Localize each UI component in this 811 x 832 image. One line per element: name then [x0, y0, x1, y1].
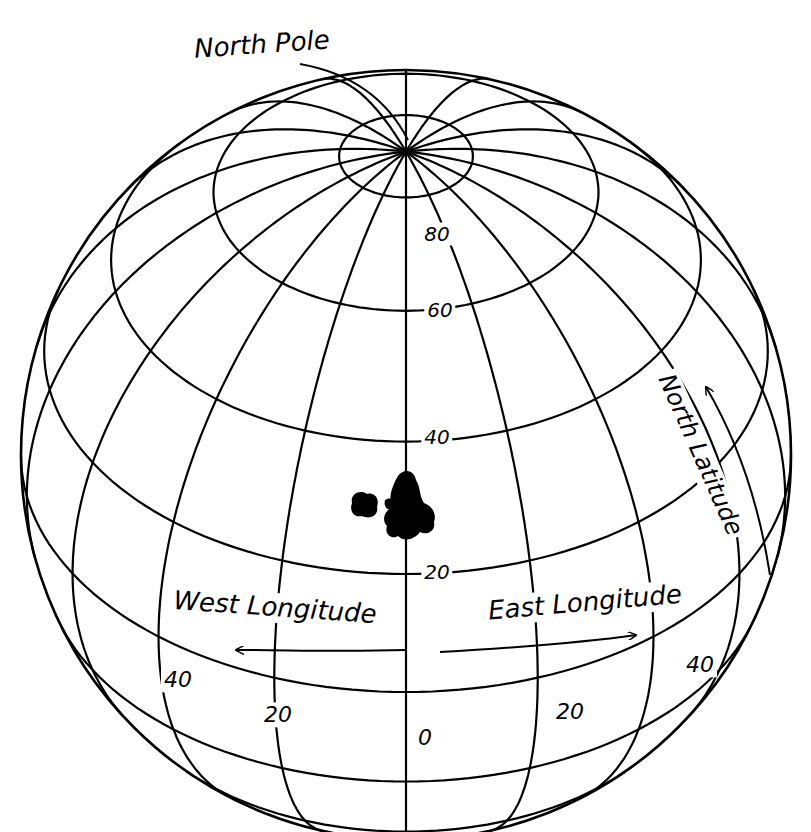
axis-label: North Latitude: [651, 367, 749, 542]
grid-line: [111, 143, 701, 441]
grid-line: [126, 129, 406, 190]
degree-number: 40: [161, 667, 195, 692]
axis-label: West Longitude: [169, 586, 380, 630]
degree-number: 20: [421, 561, 452, 584]
grid-line: [339, 115, 473, 197]
degree-number: 20: [261, 702, 295, 727]
grid-line: [406, 129, 686, 190]
grid-line: [214, 74, 599, 311]
degree-number: 80: [421, 223, 452, 246]
annotation-lines: [236, 64, 770, 652]
globe-outline: [21, 70, 791, 832]
leader-line: [300, 64, 408, 140]
grid-line: [274, 152, 406, 831]
grid-line: [406, 152, 538, 831]
grid-line: [62, 628, 750, 782]
grid-line: [159, 152, 407, 797]
grid-line: [73, 152, 406, 717]
west-arrow: [236, 649, 405, 652]
grid-line: [406, 152, 654, 797]
degree-number: 60: [424, 299, 455, 322]
degree-number: 20: [553, 699, 587, 724]
grid-line: [44, 290, 768, 574]
grid-line: [406, 101, 581, 151]
degree-number: 40: [421, 426, 452, 449]
graticule: [21, 70, 791, 832]
degree-number: 0: [415, 725, 435, 750]
degree-number: 40: [683, 652, 717, 677]
landmass: [351, 471, 435, 539]
east-arrow: [440, 635, 636, 652]
axis-label: North Pole: [190, 25, 334, 65]
axis-label: East Longitude: [484, 579, 686, 626]
